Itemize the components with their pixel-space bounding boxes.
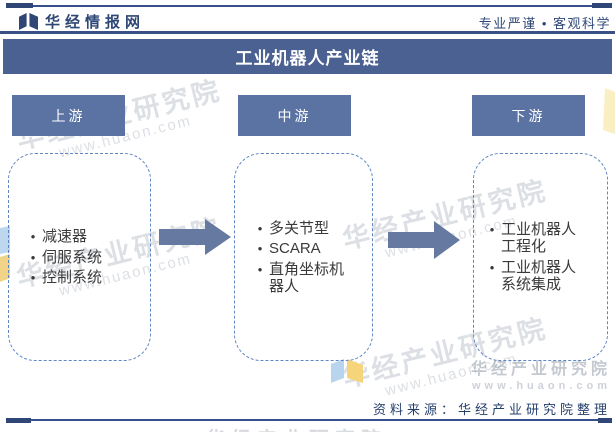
bullet-icon [24,269,42,286]
top-rule-right-dash [592,3,612,8]
upstream-list: 减速器 伺服系统 控制系统 [24,225,150,290]
brand-header: 华经情报网 [18,10,145,32]
top-rule-left-dash [6,3,33,8]
bullet-icon [483,259,501,293]
list-item: 控制系统 [24,269,150,286]
bullet-icon [251,261,269,295]
bullet-icon [24,228,42,245]
brand-name: 华经情报网 [45,13,146,31]
top-rule [6,5,612,7]
header-divider [0,31,615,34]
data-source-note: 资料来源：华经产业研究院整理 [372,402,611,417]
list-item: SCARA [251,240,372,257]
bullet-icon [483,221,501,255]
stage-header-downstream: 下游 [472,95,585,136]
list-item: 伺服系统 [24,249,150,266]
brand-slogan: 专业严谨 • 客观科学 [478,16,611,31]
midstream-list: 多关节型 SCARA 直角坐标机器人 [251,216,372,298]
bottom-rule-left-dash [6,418,31,423]
midstream-box: 多关节型 SCARA 直角坐标机器人 [234,153,373,361]
stage-header-upstream: 上游 [12,95,125,136]
upstream-box: 减速器 伺服系统 控制系统 [8,153,151,361]
bottom-rule [6,419,612,421]
list-item: 多关节型 [251,220,372,237]
bullet-icon [251,220,269,237]
downstream-list: 工业机器人工程化 工业机器人系统集成 [483,218,607,297]
page-title: 工业机器人产业链 [235,49,380,68]
watermark-logo-corner-icon [603,88,615,134]
flow-arrow-upstream-to-midstream-icon [159,219,231,255]
bottom-rule-right-dash [598,418,612,423]
watermark-bottom-right: 华经产业研究院 www.huaon.com [470,361,611,392]
brand-logo-icon [19,12,38,30]
bullet-icon [24,249,42,266]
flow-arrow-midstream-to-downstream-icon [388,221,460,259]
title-bar: 工业机器人产业链 [3,39,612,74]
watermark-bottom-cut: 华经产业研究院 [205,423,387,432]
bullet-icon [251,240,269,257]
list-item: 直角坐标机器人 [251,261,372,295]
stage-header-midstream: 中游 [238,95,351,136]
watermark-logo-icon [331,359,363,383]
list-item: 减速器 [24,228,150,245]
list-item: 工业机器人系统集成 [483,259,607,293]
list-item: 工业机器人工程化 [483,221,607,255]
downstream-box: 工业机器人工程化 工业机器人系统集成 [473,153,608,361]
